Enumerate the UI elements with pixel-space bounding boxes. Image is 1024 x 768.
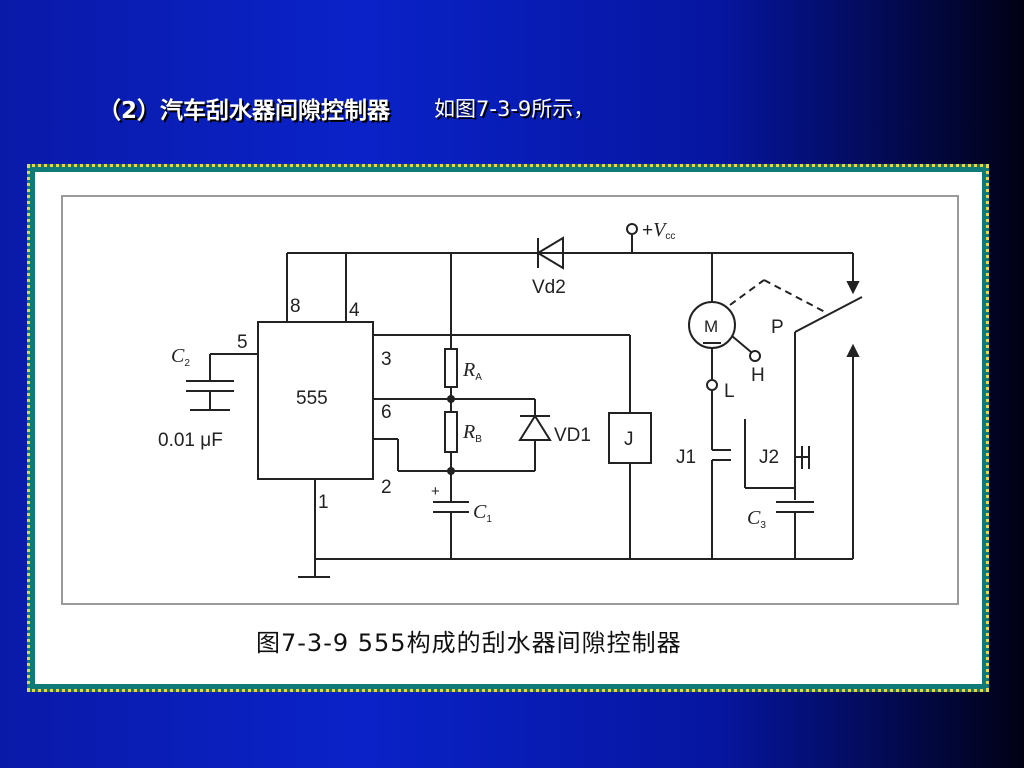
figure-caption: 图7-3-9 555构成的刮水器间隙控制器 [256,628,682,657]
rb-label: RB [462,421,482,445]
vd2-triangle [536,236,564,270]
vcc-right-arrow [846,281,860,295]
vd1-label: VD1 [554,425,591,446]
slide-heading: （2）汽车刮水器间隙控制器 [98,98,391,124]
node-ra-rb [447,395,455,403]
switch-p-label: P [771,317,784,338]
j1-label: J1 [676,447,696,468]
c1-label: C1 [473,501,492,525]
c2-value: 0.01 μF [158,430,223,451]
mechanical-link [729,279,765,306]
pin1-label: 1 [318,492,329,513]
c1-polarity: + [431,483,440,500]
terminal-l-label: L [724,381,735,402]
pin8-label: 8 [290,296,301,317]
node-rb-c1 [447,467,455,475]
terminal-h-label: H [751,365,765,386]
h-lead [731,335,752,353]
slide-title: （2）汽车刮水器间隙控制器 如图7-3-9所示， [98,88,594,128]
terminal-l [706,379,718,391]
vcc-terminal [626,223,638,235]
ic-label: 555 [296,388,328,409]
pin4-label: 4 [349,300,360,321]
mechanical-link-2 [763,279,826,313]
pin3-label: 3 [381,349,392,370]
pin2-label: 2 [381,477,392,498]
ra-label: RA [462,359,482,383]
c2-label: C2 [171,345,190,369]
motor-label: M [704,317,718,336]
slide-subtitle: 如图7-3-9所示， [434,97,595,121]
right-return-arrow [846,343,860,357]
resistor-rb [444,411,458,453]
relay-label: J [624,429,634,450]
switch-p-blade [794,296,863,333]
c3-label: C3 [747,507,766,531]
vd2-label: Vd2 [532,277,566,298]
j2-label: J2 [759,447,779,468]
resistor-ra [444,348,458,388]
vd1-triangle [518,414,552,441]
pin5-label: 5 [237,332,248,353]
pin6-label: 6 [381,402,392,423]
terminal-h [749,350,761,362]
vcc-label: +Vcc [642,219,675,242]
